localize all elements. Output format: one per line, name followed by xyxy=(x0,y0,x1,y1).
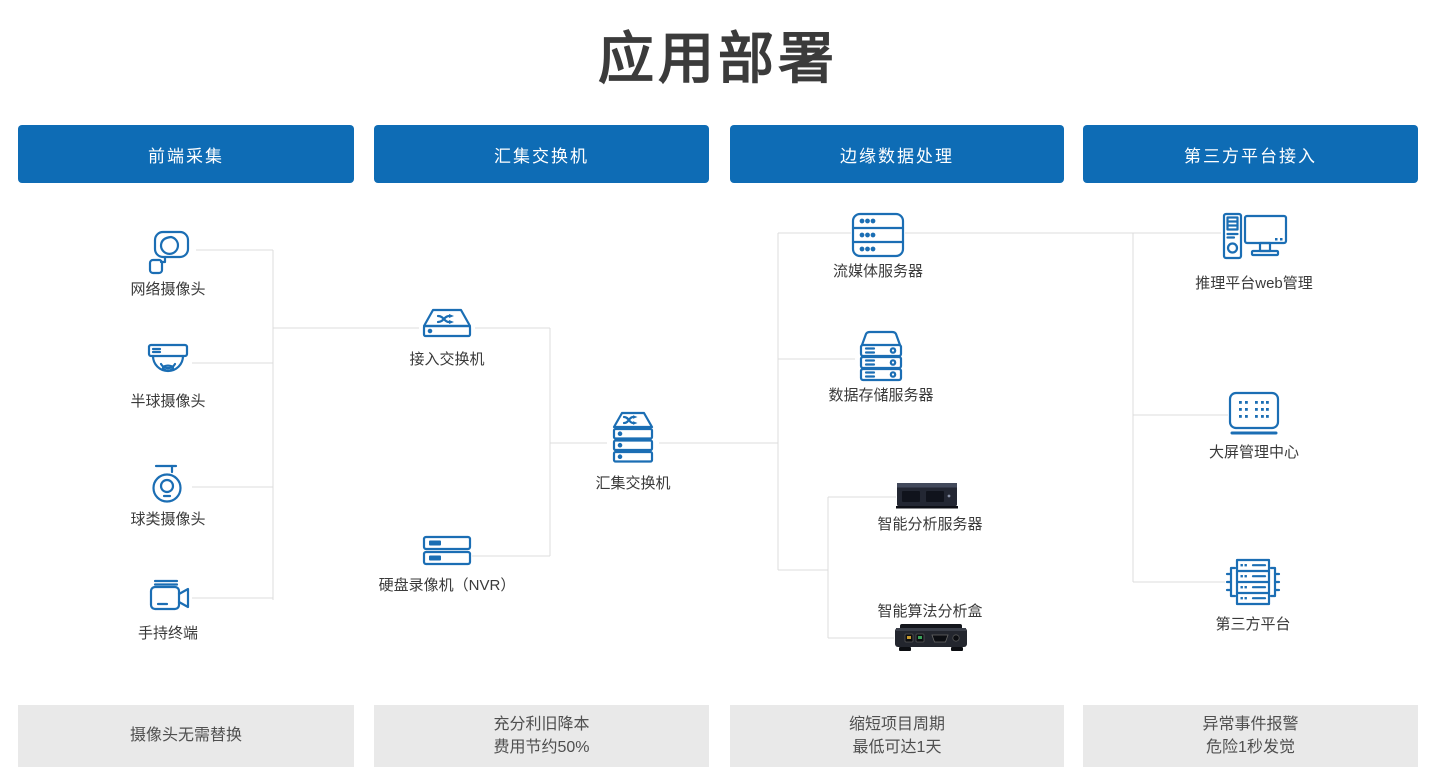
node-label-streaming-server: 流媒体服务器 xyxy=(832,263,924,280)
bullet-camera-icon xyxy=(140,224,196,278)
node-label-storage-server: 数据存储服务器 xyxy=(828,387,934,404)
nvr-recorder-icon xyxy=(422,534,472,568)
dark-analysis-box-image xyxy=(894,622,968,654)
benefit-box-project-cycle: 缩短项目周期 最低可达1天 xyxy=(730,705,1064,767)
network-switch-icon xyxy=(419,306,475,346)
video-camera-icon xyxy=(144,578,192,618)
dome-camera-icon xyxy=(144,340,192,384)
desktop-computer-icon xyxy=(1221,210,1289,264)
benefit-text-line2: 最低可达1天 xyxy=(852,739,942,756)
node-label-nvr: 硬盘录像机（NVR） xyxy=(378,577,516,594)
node-label-analysis-server: 智能分析服务器 xyxy=(877,516,983,533)
rack-server-icon xyxy=(851,211,905,259)
benefit-box-event-alarm: 异常事件报警 危险1秒发觉 xyxy=(1083,705,1418,767)
column-header-edge-processing: 边缘数据处理 xyxy=(730,125,1064,183)
column-header-front-collection: 前端采集 xyxy=(18,125,354,183)
benefit-text: 摄像头无需替换 xyxy=(129,727,242,745)
benefit-text-line1: 充分利旧降本 xyxy=(493,715,590,733)
stacked-switch-icon xyxy=(607,409,659,467)
node-label-aggregation-switch: 汇集交换机 xyxy=(595,475,671,492)
column-header-third-party-access: 第三方平台接入 xyxy=(1083,125,1418,183)
ptz-ball-camera-icon xyxy=(146,462,190,510)
benefit-box-cost-saving: 充分利旧降本 费用节约50% xyxy=(374,705,709,767)
node-label-third-party: 第三方平台 xyxy=(1215,616,1291,633)
benefit-box-camera-reuse: 摄像头无需替换 xyxy=(18,705,354,767)
node-label-web-management: 推理平台web管理 xyxy=(1195,275,1313,292)
node-label-big-screen: 大屏管理中心 xyxy=(1208,444,1300,461)
node-label-handheld-terminal: 手持终端 xyxy=(137,625,199,642)
node-label-analysis-box: 智能算法分析盒 xyxy=(877,603,983,620)
benefit-text-line1: 缩短项目周期 xyxy=(848,715,945,733)
node-label-network-camera: 网络摄像头 xyxy=(130,281,206,298)
node-label-access-switch: 接入交换机 xyxy=(409,351,485,368)
server-rack-icon xyxy=(1225,557,1281,607)
led-screen-icon xyxy=(1228,390,1280,438)
node-label-dome-camera: 半球摄像头 xyxy=(130,393,206,410)
node-label-ball-camera: 球类摄像头 xyxy=(130,511,206,528)
dark-rack-server-image xyxy=(896,480,958,510)
storage-server-icon xyxy=(855,327,907,383)
page-title: 应用部署 xyxy=(598,27,838,90)
column-header-aggregation-switch: 汇集交换机 xyxy=(374,125,709,183)
benefit-text-line2: 费用节约50% xyxy=(493,739,590,756)
benefit-text-line1: 异常事件报警 xyxy=(1202,715,1299,733)
benefit-text-line2: 危险1秒发觉 xyxy=(1206,739,1295,756)
